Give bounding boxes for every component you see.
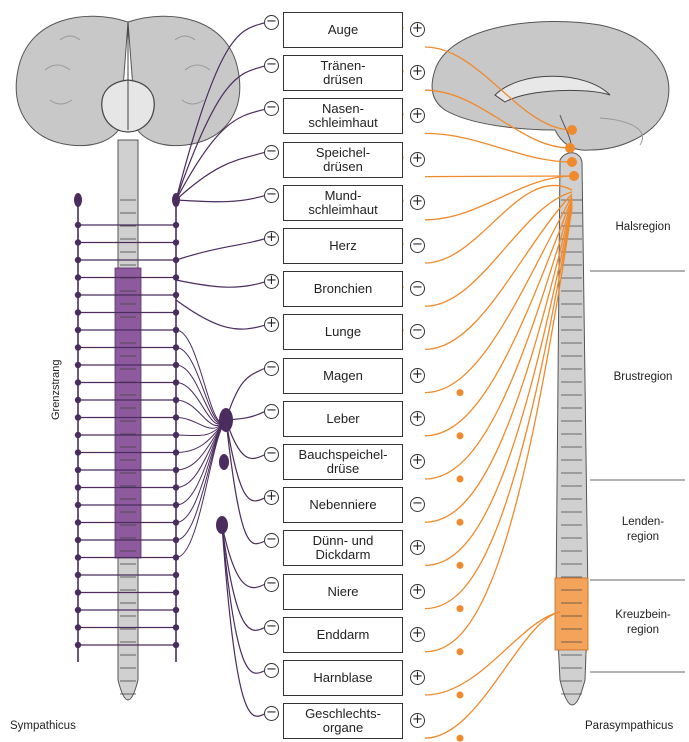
parasympathetic-effect-sign: − (410, 497, 425, 512)
organ-label: Speichel- drüsen (316, 146, 370, 174)
sympathetic-effect-sign: + (264, 274, 279, 289)
parasympathetic-effect-sign: − (410, 281, 425, 296)
organ-label: Enddarm (317, 628, 370, 642)
organ-box: Bronchien (283, 271, 403, 307)
sympathetic-effect-sign: − (264, 706, 279, 721)
organ-label: Niere (327, 585, 358, 599)
organ-label: Dünn- und Dickdarm (313, 534, 374, 562)
sympathetic-effect-sign: − (264, 15, 279, 30)
organ-box: Harnblase (283, 660, 403, 696)
sympathetic-effect-sign: + (264, 490, 279, 505)
region-label-kreuzbein: Kreuzbein- region (598, 608, 688, 638)
organ-label: Herz (329, 239, 356, 253)
ganglion (457, 735, 464, 742)
organ-box: Niere (283, 574, 403, 610)
sympathetic-effect-sign: − (264, 361, 279, 376)
parasympathetic-effect-sign: + (410, 540, 425, 555)
region-label-hals: Halsregion (598, 220, 688, 235)
parasympathetic-effect-sign: − (410, 324, 425, 339)
ganglion (457, 648, 464, 655)
sympathetic-effect-sign: − (264, 58, 279, 73)
ganglion (457, 562, 464, 569)
organ-box: Bauchspeichel- drüse (283, 444, 403, 480)
organ-box: Lunge (283, 314, 403, 350)
region-label-brust: Brustregion (598, 370, 688, 385)
organ-label: Geschlechts- organe (305, 707, 381, 735)
organ-label: Lunge (325, 325, 361, 339)
organ-label: Bronchien (314, 282, 373, 296)
sympathetic-brain (16, 16, 239, 145)
ganglion (457, 605, 464, 612)
ganglion (457, 476, 464, 483)
sympathetic-effect-sign: + (264, 231, 279, 246)
parasympathetic-effect-sign: + (410, 65, 425, 80)
organ-box: Tränen- drüsen (283, 55, 403, 91)
parasympathetic-effect-sign: + (410, 108, 425, 123)
ganglion (457, 389, 464, 396)
organ-box: Herz (283, 228, 403, 264)
organ-label: Mund- schleimhaut (308, 189, 377, 217)
sympathetic-spinal-cord (115, 140, 141, 700)
grenzstrang-label: Grenzstrang (50, 359, 62, 420)
organ-label: Auge (328, 23, 358, 37)
ganglion (219, 454, 229, 470)
organ-label: Leber (326, 412, 359, 426)
organ-box: Nasen- schleimhaut (283, 98, 403, 134)
sympathetic-effect-sign: − (264, 577, 279, 592)
sympathetic-effect-sign: − (264, 145, 279, 160)
sympathetic-effect-sign: − (264, 101, 279, 116)
organ-label: Nebenniere (309, 498, 376, 512)
parasympathetic-effect-sign: + (410, 454, 425, 469)
organ-box: Nebenniere (283, 487, 403, 523)
region-label-lenden: Lenden- region (598, 515, 688, 545)
sympathetic-effect-sign: + (264, 317, 279, 332)
organ-box: Speichel- drüsen (283, 142, 403, 178)
organ-label: Magen (323, 369, 363, 383)
sympathetic-effect-sign: − (264, 447, 279, 462)
parasympathetic-effect-sign: + (410, 411, 425, 426)
ganglion (457, 519, 464, 526)
parasympathetic-effect-sign: + (410, 670, 425, 685)
parasympathetic-spinal-cord (555, 153, 588, 705)
sympathetic-effect-sign: − (264, 533, 279, 548)
parasympathetic-effect-sign: + (410, 195, 425, 210)
organ-box: Mund- schleimhaut (283, 185, 403, 221)
sympathetic-effect-sign: − (264, 620, 279, 635)
parasympathetic-effect-sign: − (410, 238, 425, 253)
parasympathicus-label: Parasympathicus (585, 720, 673, 732)
organ-box: Enddarm (283, 617, 403, 653)
parasympathetic-effect-sign: + (410, 152, 425, 167)
organ-label: Nasen- schleimhaut (308, 102, 377, 130)
sympathetic-effect-sign: − (264, 663, 279, 678)
organ-label: Tränen- drüsen (320, 59, 365, 87)
parasympathetic-effect-sign: + (410, 713, 425, 728)
organ-box: Leber (283, 401, 403, 437)
ganglion (74, 193, 82, 207)
organ-label: Harnblase (313, 671, 372, 685)
organ-label: Bauchspeichel- drüse (299, 448, 388, 476)
sympathicus-label: Sympathicus (10, 720, 76, 732)
parasympathetic-effect-sign: + (410, 584, 425, 599)
sympathetic-effect-sign: − (264, 188, 279, 203)
parasympathetic-effect-sign: + (410, 627, 425, 642)
parasympathetic-effect-sign: + (410, 368, 425, 383)
organ-box: Auge (283, 12, 403, 48)
organ-box: Magen (283, 358, 403, 394)
ganglion (457, 432, 464, 439)
organ-box: Geschlechts- organe (283, 703, 403, 739)
parasympathetic-effect-sign: + (410, 22, 425, 37)
organ-box: Dünn- und Dickdarm (283, 530, 403, 566)
sympathetic-effect-sign: − (264, 404, 279, 419)
ganglion (457, 692, 464, 699)
